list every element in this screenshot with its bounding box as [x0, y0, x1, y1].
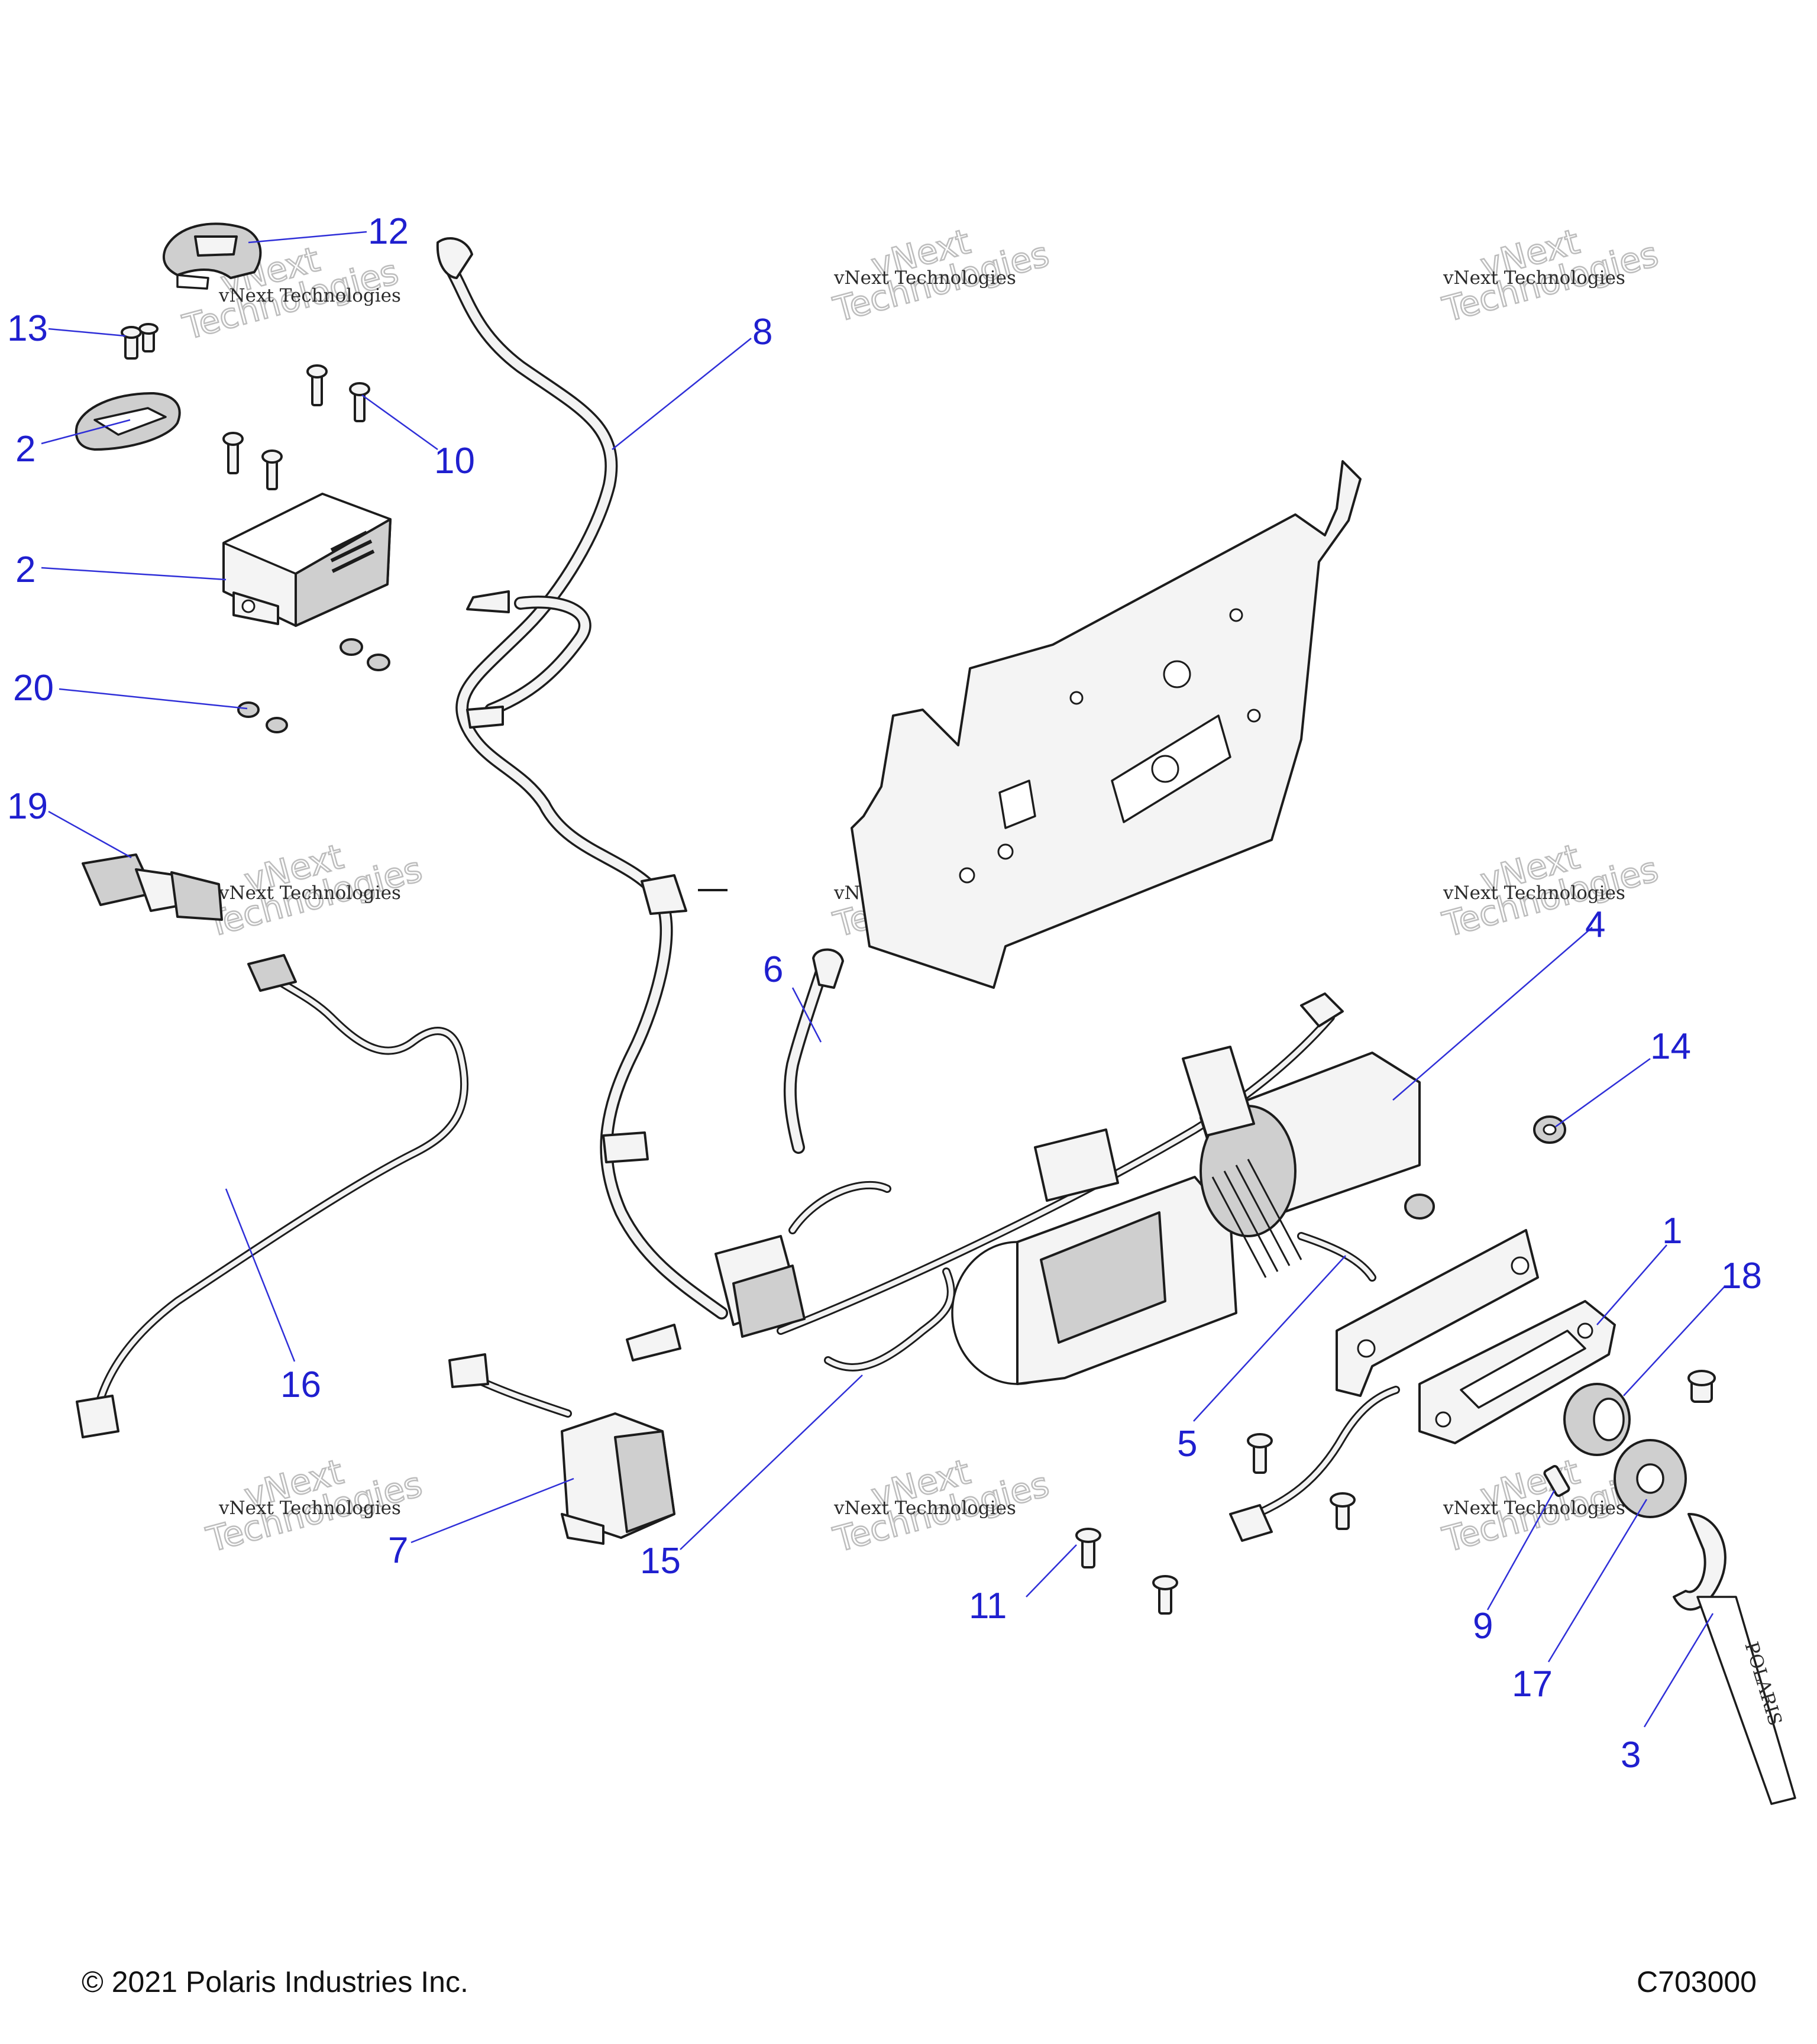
part-5-cable: [1297, 1232, 1376, 1282]
leader-6: [791, 987, 822, 1043]
callout-7: 7: [388, 1530, 408, 1571]
part-16-harness: [76, 954, 469, 1438]
part-17-cap: [1614, 1439, 1687, 1518]
callout-9: 9: [1473, 1606, 1493, 1647]
part-bracket: [1336, 1229, 1539, 1397]
part-19-connector: [82, 853, 223, 921]
drum-rope-lines: [1211, 1159, 1302, 1278]
svg-text:vNext Technologies: vNext Technologies: [833, 1498, 1016, 1519]
part-15-contactor: [626, 1181, 955, 1372]
callout-1: 1: [1662, 1211, 1682, 1251]
part-20-nuts: [237, 638, 390, 733]
watermark: vNext Technologies vNext Technologies: [202, 836, 427, 946]
callout-19: 19: [7, 786, 48, 827]
part-12-key-fob-cover: [162, 222, 262, 290]
leader-lines: [41, 231, 1725, 1728]
part-11-bolts: [1075, 1433, 1356, 1615]
callout-2: 2: [15, 429, 35, 470]
svg-text:vNext Technologies: vNext Technologies: [1443, 1498, 1625, 1519]
svg-text:vNext Technologies: vNext Technologies: [1443, 267, 1625, 289]
watermark: vNext Technologies vNext Technologies: [829, 221, 1054, 331]
part-2-remote-fob: [75, 392, 181, 451]
part-14-nut: [1533, 1115, 1566, 1144]
callout-15: 15: [640, 1541, 681, 1581]
leader-3: [1643, 1613, 1714, 1728]
callout-20: 20: [13, 668, 54, 709]
callout-5: 5: [1177, 1424, 1197, 1464]
leader-20: [59, 688, 248, 710]
callout-11: 11: [969, 1586, 1007, 1626]
callout-12: 12: [368, 211, 409, 252]
callout-13: 13: [7, 308, 48, 349]
part-7-relay: [448, 1353, 675, 1545]
part-8-main-cable: [436, 237, 728, 1319]
callout-18: 18: [1721, 1256, 1762, 1296]
part-3-hook-strap: POLARIS: [1673, 1513, 1796, 1805]
callout-17: 17: [1512, 1664, 1553, 1705]
leader-19: [48, 810, 132, 859]
part-4-winch: [951, 1046, 1421, 1385]
callout-8: 8: [752, 312, 772, 352]
callout-14: 14: [1650, 1026, 1691, 1067]
part-10-bolts: [222, 364, 370, 490]
leader-2b: [41, 567, 227, 581]
callout-10: 10: [434, 441, 475, 481]
part-9-bolt: [1543, 1465, 1570, 1497]
watermark: vNext Technologies vNext Technologies: [829, 1451, 1054, 1561]
leader-7: [410, 1477, 574, 1544]
leader-10: [361, 394, 438, 451]
svg-text:vNext Technologies: vNext Technologies: [833, 267, 1016, 289]
leader-17: [1547, 1499, 1648, 1663]
watermark: vNext Technologies vNext Technologies: [1438, 836, 1663, 946]
part-bolt: [1687, 1370, 1716, 1403]
leader-8: [612, 338, 752, 450]
svg-text:vNext Technologies: vNext Technologies: [218, 1498, 401, 1519]
part-6-cable: [783, 948, 844, 1154]
part-1-fairlead: [1229, 1300, 1616, 1542]
svg-text:vNext Technologies: vNext Technologies: [218, 285, 401, 306]
leader-9: [1486, 1490, 1556, 1610]
leader-16: [225, 1188, 296, 1362]
leader-18: [1623, 1286, 1725, 1396]
part-13-screws: [121, 323, 159, 360]
callout-6: 6: [763, 949, 783, 990]
leader-11: [1026, 1544, 1077, 1597]
callout-3: 3: [1621, 1735, 1641, 1775]
callouts: 12 13 2 10 2 8 20 19 4 6 14 1 18 16 5 7 …: [7, 211, 1762, 1775]
leader-14: [1555, 1057, 1651, 1128]
leader-13: [48, 328, 126, 337]
svg-text:vNext Technologies: vNext Technologies: [1443, 882, 1625, 904]
svg-text:vNext Technologies: vNext Technologies: [218, 882, 401, 904]
copyright-text: © 2021 Polaris Industries Inc.: [82, 1965, 468, 1998]
part-2-control-module: [222, 493, 392, 627]
part-18-stopper: [1563, 1383, 1631, 1456]
watermark: vNext Technologies vNext Technologies: [1438, 221, 1663, 331]
leader-2a: [41, 419, 131, 445]
callout-4: 4: [1585, 904, 1605, 945]
leader-5: [1193, 1255, 1346, 1422]
drawing-number: C703000: [1637, 1965, 1757, 1998]
part-plate-mount: [851, 460, 1362, 989]
callout-2: 2: [15, 549, 35, 590]
leader-12: [248, 231, 367, 244]
part-wire-long: [777, 992, 1344, 1335]
leader-15: [680, 1374, 863, 1550]
leader-4: [1392, 927, 1593, 1101]
part-nut: [1404, 1194, 1435, 1220]
leader-1: [1596, 1244, 1667, 1325]
callout-16: 16: [280, 1364, 321, 1405]
